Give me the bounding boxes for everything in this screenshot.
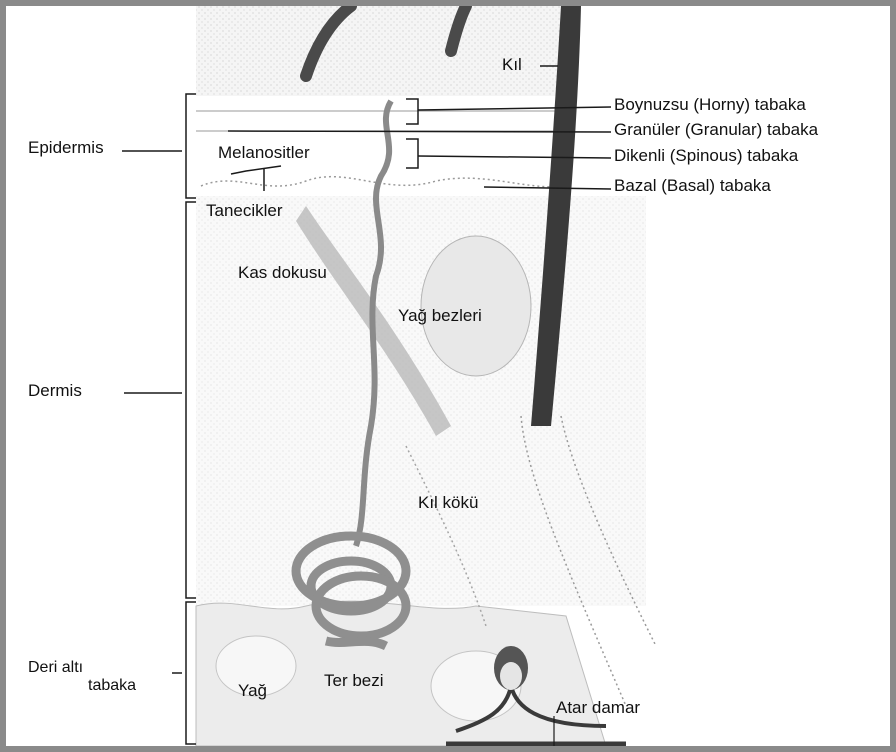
- skin-cross-section: [6, 6, 896, 752]
- skin-surface-top: [196, 6, 566, 96]
- label-basal-layer: Bazal (Basal) tabaka: [614, 176, 771, 196]
- label-tabaka: tabaka: [88, 676, 136, 696]
- label-spinous-layer: Dikenli (Spinous) tabaka: [614, 146, 798, 166]
- label-kil-koku: Kıl kökü: [418, 493, 478, 513]
- label-dermis: Dermis: [28, 381, 82, 401]
- label-yag-bezleri: Yağ bezleri: [398, 306, 482, 326]
- label-yag: Yağ: [238, 681, 267, 701]
- label-horny-layer: Boynuzsu (Horny) tabaka: [614, 95, 806, 115]
- label-atar-damar: Atar damar: [556, 698, 640, 718]
- label-ter-bezi: Ter bezi: [324, 671, 384, 691]
- label-tanecikler: Tanecikler: [206, 201, 283, 221]
- leader-spinous: [418, 156, 611, 158]
- tanecikler-bracket: [231, 166, 281, 191]
- leader-basal: [484, 187, 611, 189]
- spinous-bracket: [406, 139, 418, 168]
- epidermis-bracket: [186, 94, 196, 198]
- label-granular-layer: Granüler (Granular) tabaka: [614, 120, 818, 140]
- label-deri-alti: Deri altı: [28, 658, 83, 678]
- dermis-bracket: [186, 202, 196, 598]
- hair-bulb: [494, 646, 528, 690]
- leader-horny: [418, 107, 611, 110]
- subcutis-bracket: [186, 602, 196, 744]
- label-kas-dokusu: Kas dokusu: [238, 263, 327, 283]
- label-epidermis: Epidermis: [28, 138, 104, 158]
- basal-layer-wave: [201, 177, 566, 187]
- label-melanositler: Melanositler: [218, 143, 310, 163]
- leader-granular: [228, 131, 611, 132]
- label-kil: Kıl: [502, 55, 522, 75]
